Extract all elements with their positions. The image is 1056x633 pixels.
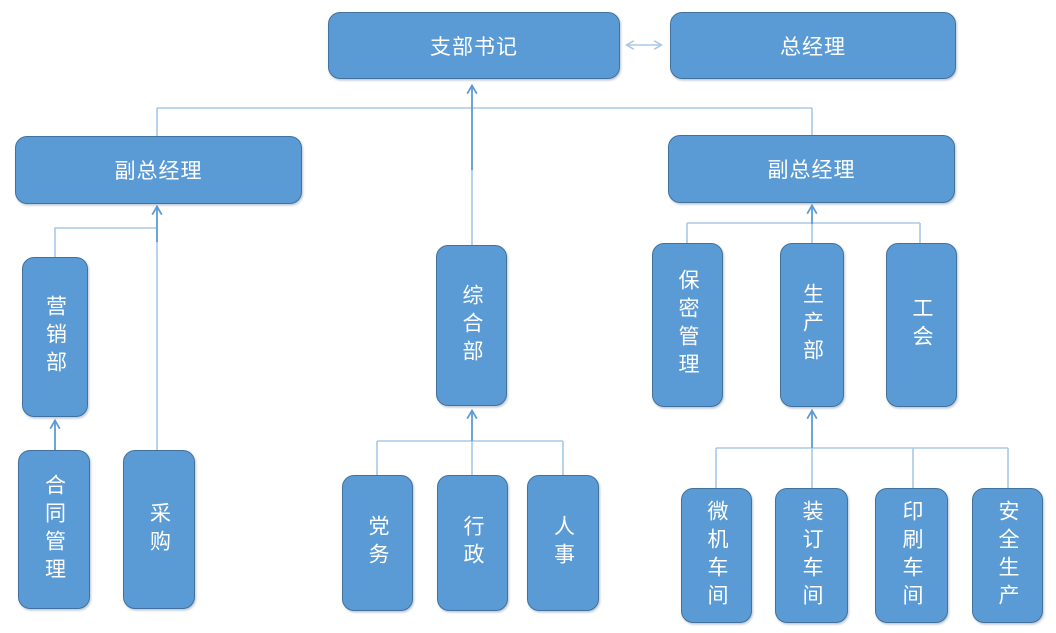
node-binding-workshop[interactable]: 装订车间 [775, 488, 848, 623]
node-label: 人事 [551, 515, 575, 571]
marketing-elbow-line [54, 227, 156, 257]
node-label: 副总经理 [767, 159, 856, 182]
node-label: 党务 [366, 515, 389, 571]
node-contract-management[interactable]: 合同管理 [18, 450, 90, 609]
node-branch-secretary[interactable]: 支部书记 [328, 12, 620, 79]
node-label: 采购 [147, 501, 171, 558]
node-printing-workshop[interactable]: 印刷车间 [875, 488, 948, 623]
node-label: 总经理 [780, 35, 846, 59]
node-label: 装订车间 [800, 499, 823, 612]
connector-line-group [54, 107, 1009, 488]
node-confidentiality-management[interactable]: 保密管理 [652, 243, 723, 407]
node-marketing-dept[interactable]: 营销部 [22, 257, 88, 417]
node-general-manager[interactable]: 总经理 [670, 12, 956, 79]
node-personnel[interactable]: 人事 [527, 475, 599, 611]
node-label: 工会 [910, 297, 933, 353]
node-production-dept[interactable]: 生产部 [780, 243, 844, 407]
node-party-affairs[interactable]: 党务 [342, 475, 413, 611]
node-label: 保密管理 [676, 269, 699, 381]
node-label: 安全生产 [996, 499, 1019, 612]
node-general-affairs-dept[interactable]: 综合部 [436, 245, 507, 406]
node-label: 支部书记 [430, 35, 518, 59]
node-labor-union[interactable]: 工会 [886, 243, 957, 407]
node-administration[interactable]: 行政 [437, 475, 508, 611]
node-label: 副总经理 [114, 160, 203, 183]
node-label: 合同管理 [42, 473, 66, 586]
node-label: 综合部 [460, 283, 483, 368]
node-label: 行政 [461, 515, 484, 571]
node-deputy-gm-right[interactable]: 副总经理 [668, 135, 955, 203]
node-label: 印刷车间 [900, 499, 923, 612]
node-deputy-gm-left[interactable]: 副总经理 [15, 136, 302, 204]
node-procurement[interactable]: 采购 [123, 450, 195, 609]
node-safety-production[interactable]: 安全生产 [972, 488, 1043, 623]
arrow-line-group [49, 83, 818, 450]
node-label: 生产部 [800, 283, 824, 367]
node-computer-workshop[interactable]: 微机车间 [681, 488, 752, 623]
node-label: 营销部 [43, 295, 67, 379]
node-label: 微机车间 [705, 499, 728, 612]
